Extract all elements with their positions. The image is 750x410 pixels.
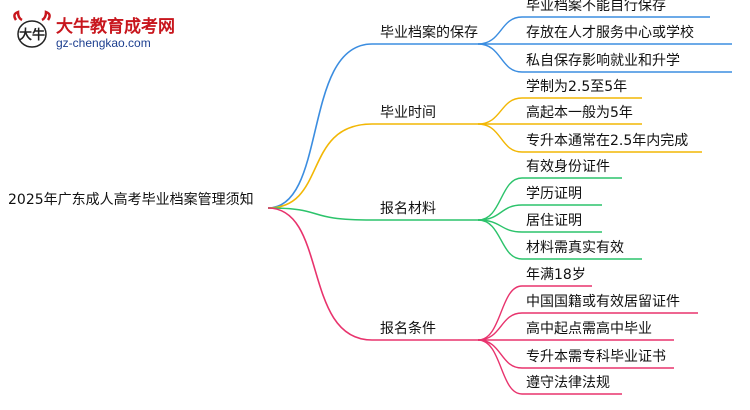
leaf-node-3-4[interactable]: 材料需真实有效: [526, 240, 624, 256]
leaf-node-3-2[interactable]: 学历证明: [526, 186, 582, 202]
root-node-label[interactable]: 2025年广东成人高考毕业档案管理须知: [8, 192, 254, 208]
branch-connector-4: [267, 207, 373, 341]
branch-connector-2: [267, 123, 373, 209]
leaf-connector-2-1: [477, 97, 523, 125]
logo-title: 大牛教育成考网: [56, 17, 175, 37]
leaf-connector-1-1: [477, 16, 523, 45]
site-logo[interactable]: 大牛 大牛教育成考网 gz-chengkao.com: [10, 10, 210, 58]
leaf-node-4-1[interactable]: 年满18岁: [526, 267, 586, 283]
leaf-connector-4-1: [477, 285, 523, 341]
branch-node-3[interactable]: 报名材料: [380, 201, 436, 217]
branch-node-2[interactable]: 毕业时间: [380, 105, 436, 121]
leaf-connector-3-4: [477, 219, 523, 260]
leaf-connector-3-1: [477, 177, 523, 221]
bull-logo-icon: 大牛: [13, 10, 51, 48]
leaf-connector-1-3: [477, 43, 523, 73]
leaf-connector-3-2: [477, 204, 523, 221]
leaf-node-4-3[interactable]: 高中起点需高中毕业: [526, 321, 652, 337]
leaf-node-4-5[interactable]: 遵守法律法规: [526, 375, 610, 391]
leaf-connector-4-2: [477, 312, 523, 341]
leaf-node-3-3[interactable]: 居住证明: [526, 213, 582, 229]
branch-connector-3: [267, 207, 373, 221]
branch-node-1[interactable]: 毕业档案的保存: [380, 25, 478, 41]
logo-mark-text: 大牛: [19, 27, 45, 43]
leaf-node-4-4[interactable]: 专升本需专科毕业证书: [526, 349, 666, 365]
branch-node-4[interactable]: 报名条件: [380, 321, 436, 337]
leaf-node-1-3[interactable]: 私自保存影响就业和升学: [526, 53, 680, 69]
logo-url: gz-chengkao.com: [56, 36, 151, 50]
leaf-connector-4-5: [477, 339, 523, 395]
leaf-node-1-2[interactable]: 存放在人才服务中心或学校: [526, 25, 694, 41]
leaf-node-2-2[interactable]: 高起本一般为5年: [526, 105, 633, 121]
leaf-node-2-3[interactable]: 专升本通常在2.5年内完成: [526, 133, 689, 149]
leaf-node-2-1[interactable]: 学制为2.5至5年: [526, 79, 628, 95]
leaf-connector-2-3: [477, 123, 523, 153]
leaf-node-1-1[interactable]: 毕业档案不能自行保存: [526, 0, 666, 14]
leaf-node-4-2[interactable]: 中国国籍或有效居留证件: [526, 294, 680, 310]
leaf-node-3-1[interactable]: 有效身份证件: [526, 159, 610, 175]
branch-connector-1: [267, 43, 373, 209]
